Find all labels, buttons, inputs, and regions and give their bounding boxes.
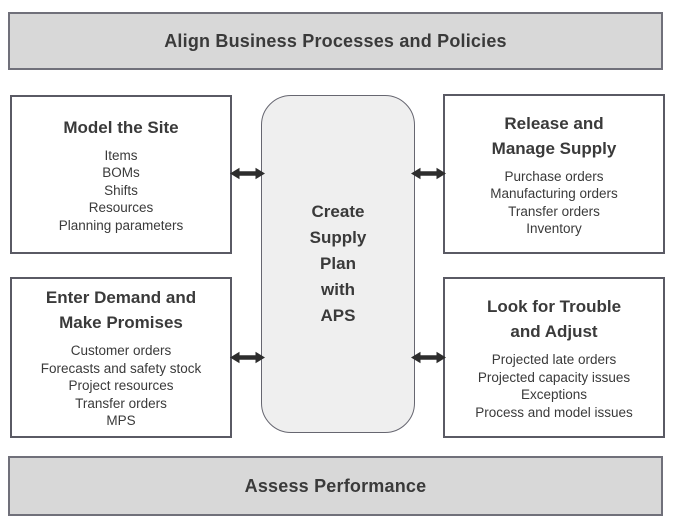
box-title-line: Make Promises — [59, 313, 183, 333]
box-look-for-trouble-and-adjust: Look for Trouble and Adjust Projected la… — [443, 277, 665, 438]
double-arrow-icon-left-bottom — [230, 351, 265, 364]
double-arrow-icon-right-top — [411, 167, 446, 180]
center-node-line: with — [321, 280, 355, 299]
box-release-and-manage-supply: Release and Manage Supply Purchase order… — [443, 94, 665, 254]
box-release-and-manage-supply-title: Release and Manage Supply — [492, 111, 617, 161]
center-node-line: Plan — [320, 254, 356, 273]
box-item: BOMs — [102, 165, 140, 181]
box-enter-demand-title: Enter Demand and Make Promises — [46, 285, 196, 335]
box-item: Resources — [88, 200, 154, 216]
box-item: Planning parameters — [58, 217, 184, 233]
box-item: Customer orders — [70, 343, 172, 359]
double-arrow-icon-left-top — [230, 167, 265, 180]
box-title-line: Model the Site — [63, 117, 179, 137]
bottom-banner: Assess Performance — [8, 456, 663, 516]
box-item: Exceptions — [520, 387, 588, 402]
box-item: Projected capacity issues — [477, 369, 631, 385]
box-title-line: Look for Trouble — [486, 297, 622, 316]
center-node-line: Create — [311, 202, 365, 221]
box-title-line: Enter Demand and — [45, 288, 197, 308]
box-title-line: and Adjust — [510, 322, 598, 341]
box-title-line: Release and — [504, 113, 604, 133]
box-release-and-manage-supply-items: Purchase orders Manufacturing orders Tra… — [490, 168, 618, 238]
box-item: Project resources — [68, 378, 174, 394]
box-item: Transfer orders — [75, 395, 167, 411]
box-item: Forecasts and safety stock — [40, 360, 202, 376]
box-item: Process and model issues — [475, 404, 633, 420]
center-node-create-supply-plan: Create Supply Plan with APS — [261, 95, 415, 433]
box-title-line: Manage Supply — [491, 138, 617, 158]
box-model-the-site: Model the Site Items BOMs Shifts Resourc… — [10, 95, 232, 254]
center-node-line: APS — [320, 306, 356, 325]
box-item: Inventory — [526, 221, 582, 236]
bottom-banner-label: Assess Performance — [244, 475, 427, 496]
top-banner: Align Business Processes and Policies — [8, 12, 663, 70]
box-enter-demand-items: Customer orders Forecasts and safety sto… — [41, 342, 202, 430]
center-node-line: Supply — [309, 228, 367, 247]
box-item: Manufacturing orders — [490, 186, 618, 201]
box-model-the-site-items: Items BOMs Shifts Resources Planning par… — [59, 147, 184, 235]
box-item: Shifts — [104, 182, 138, 198]
box-item: Purchase orders — [504, 168, 604, 184]
box-item: Transfer orders — [508, 203, 600, 219]
top-banner-label: Align Business Processes and Policies — [164, 30, 507, 51]
double-arrow-icon-right-bottom — [411, 351, 446, 364]
box-item: MPS — [106, 413, 136, 429]
box-item: Projected late orders — [491, 352, 617, 367]
box-look-for-trouble-title: Look for Trouble and Adjust — [487, 294, 621, 344]
box-enter-demand-and-make-promises: Enter Demand and Make Promises Customer … — [10, 277, 232, 438]
box-look-for-trouble-items: Projected late orders Projected capacity… — [475, 351, 633, 421]
box-item: Items — [104, 147, 138, 163]
box-model-the-site-title: Model the Site — [63, 115, 178, 140]
